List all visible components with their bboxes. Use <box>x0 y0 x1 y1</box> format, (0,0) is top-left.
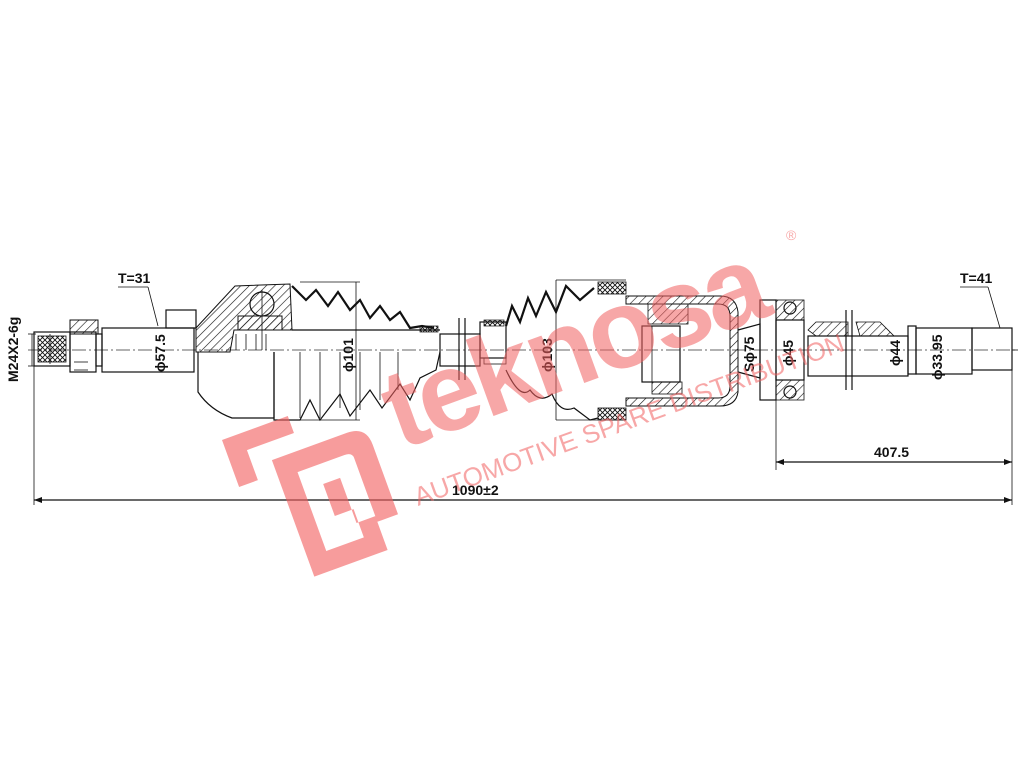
inner-housing-label: Sϕ75 <box>741 336 757 372</box>
shaft-dia-label: ϕ44 <box>887 340 903 366</box>
dimension-1090 <box>34 497 1012 503</box>
threaded-end <box>28 319 195 505</box>
outer-boot-dia-label: ϕ101 <box>340 338 356 372</box>
support-bearing <box>759 299 805 470</box>
intermediate-shaft <box>439 318 507 380</box>
inner-boot <box>504 279 626 421</box>
thread-spec-label: M24X2-6g <box>5 317 21 382</box>
outer-cv-joint <box>165 283 293 419</box>
right-shaft <box>807 310 1018 505</box>
teknosa-mark-icon <box>222 416 399 577</box>
outer-spline-label: T=31 <box>118 270 151 286</box>
watermark-logo: teknosa ® AUTOMOTIVE SPARE DISTRIBUTION <box>222 218 848 577</box>
watermark-registered: ® <box>786 227 797 243</box>
outer-dia-label: ϕ57.5 <box>152 334 168 372</box>
tripod-housing <box>597 281 761 421</box>
dimension-407 <box>776 459 1012 465</box>
inner-spline-dia-label: ϕ33.95 <box>929 334 945 380</box>
inner-spline-label: T=41 <box>960 270 993 286</box>
outer-boot <box>273 281 441 422</box>
inner-boot-dia-label: ϕ103 <box>539 338 555 372</box>
partial-length-label: 407.5 <box>874 444 909 460</box>
total-length-label: 1090±2 <box>452 482 499 498</box>
bearing-dia-label: ϕ45 <box>780 340 796 366</box>
